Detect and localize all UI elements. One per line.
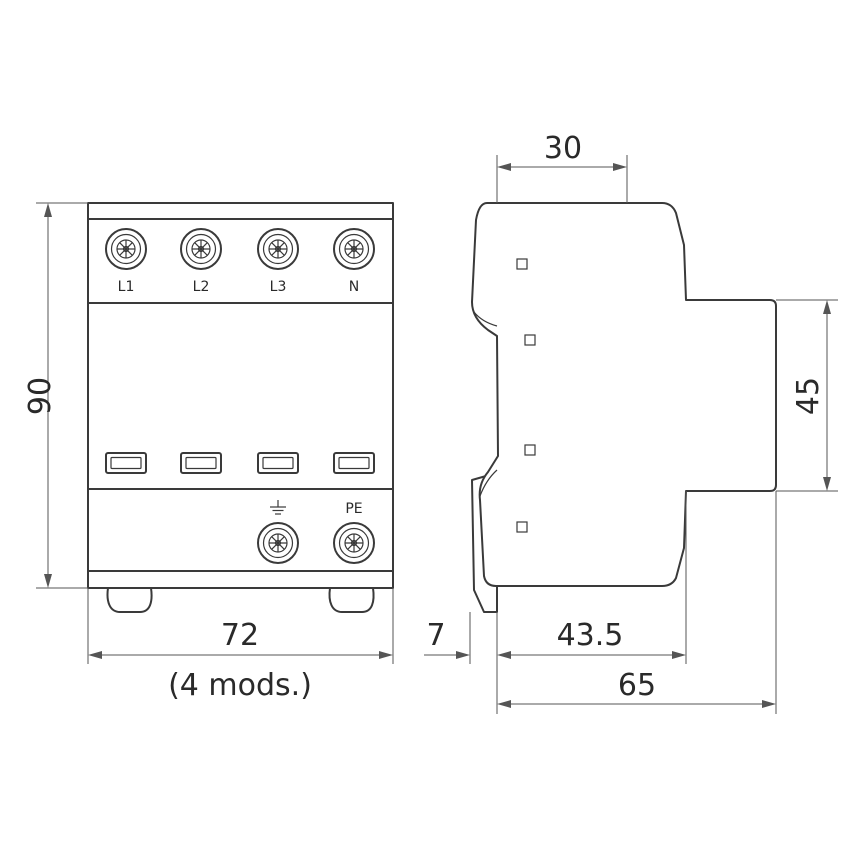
side-marker-1: [516, 258, 528, 270]
din-clip-right: [328, 587, 375, 613]
indicator-window-3: [257, 452, 299, 474]
terminal-screw-n-icon: [333, 228, 375, 270]
terminal-screw-l1-icon: [105, 228, 147, 270]
terminal-label-n: N: [349, 279, 359, 295]
front-view: L1 L2 L3 N PE: [87, 202, 394, 613]
dim-width-note: (4 mods.): [168, 668, 312, 703]
dimension-lines: [36, 155, 838, 714]
dimension-labels: 90 72 (4 mods.) 30 45 7 43.5 65: [23, 131, 826, 703]
terminal-label-pe: PE: [345, 501, 362, 517]
indicator-window-1: [105, 452, 147, 474]
dim-width-label: 72: [221, 618, 259, 653]
side-body: [471, 202, 777, 587]
terminal-screw-pe-icon: [333, 522, 375, 564]
terminal-screw-ground-icon: [257, 522, 299, 564]
terminal-screw-l3-icon: [257, 228, 299, 270]
side-view: [471, 202, 777, 613]
side-marker-2: [524, 334, 536, 346]
side-marker-4: [516, 521, 528, 533]
dim-side-mid-label: 45: [791, 377, 826, 415]
dim-side-top-label: 30: [544, 131, 582, 166]
dim-depth-inner-label: 43.5: [557, 618, 624, 653]
din-clip-left: [106, 587, 153, 613]
side-marker-3: [524, 444, 536, 456]
dim-rail-offset-label: 7: [426, 618, 445, 653]
terminal-label-l2: L2: [193, 279, 210, 295]
front-body: [87, 202, 394, 589]
terminal-label-l3: L3: [270, 279, 287, 295]
indicator-window-2: [180, 452, 222, 474]
dim-depth-total-label: 65: [618, 668, 656, 703]
terminal-screw-l2-icon: [180, 228, 222, 270]
ground-symbol-icon: [270, 500, 286, 515]
dim-height-label: 90: [23, 377, 58, 415]
indicator-window-4: [333, 452, 375, 474]
terminal-label-l1: L1: [118, 279, 135, 295]
